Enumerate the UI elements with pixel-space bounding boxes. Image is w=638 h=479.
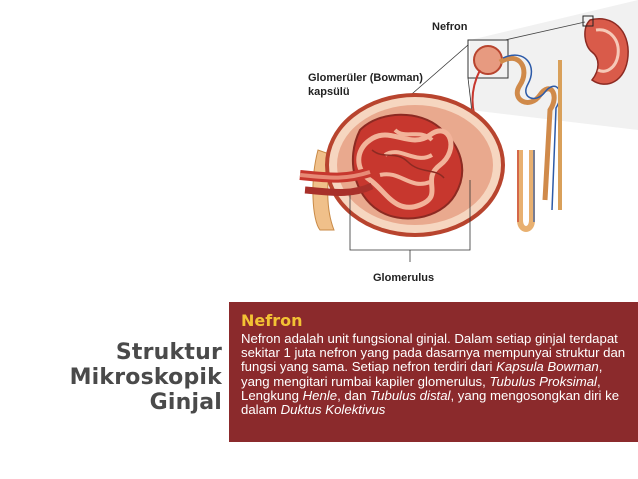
slide-title: Struktur Mikroskopik Ginjal — [40, 340, 222, 415]
slide-title-line1: Struktur — [115, 340, 222, 365]
term-tubulus-proksimal: Tubulus Proksimal — [489, 373, 597, 389]
panel-text-5: , yang mengosongkan diri ke dalam — [241, 387, 620, 418]
label-nefron: Nefron — [432, 21, 468, 33]
kidney-icon — [582, 15, 629, 85]
panel-text-3: , Lengkung — [241, 373, 601, 403]
term-kapsula-bowman: Kapsula Bowman — [496, 359, 599, 375]
kidney-pointer-line — [504, 21, 586, 41]
slide-title-line3: Ginjal — [149, 390, 222, 415]
term-henle: Henle — [302, 387, 338, 403]
nephron-figure: Nefron Glomerüler (Bowman) kapsülü Glome… — [299, 0, 638, 284]
panel-text-2: , yang mengitari rumbai kapiler glomerul… — [241, 359, 603, 389]
description-panel — [229, 302, 638, 442]
panel-body: Nefron adalah unit fungsional ginjal. Da… — [241, 331, 633, 418]
label-capsule-line1: Glomerüler (Bowman) — [308, 72, 423, 84]
nephron-overview — [467, 39, 562, 232]
panel-text-1: Nefron adalah unit fungsional ginjal. Da… — [241, 331, 626, 375]
panel-heading: Nefron — [241, 311, 303, 330]
term-tubulus-distal: Tubulus distal — [370, 387, 451, 403]
glomerulus-illustration — [299, 93, 505, 237]
label-capsule-line2: kapsülü — [308, 86, 350, 98]
slide-title-line2: Mikroskopik — [69, 365, 222, 390]
panel-text-4: , dan — [337, 387, 371, 403]
term-duktus-kolektivus: Duktus Kolektivus — [280, 402, 386, 418]
label-glomerulus: Glomerulus — [373, 272, 434, 284]
capsule-pointer-line — [404, 44, 469, 101]
